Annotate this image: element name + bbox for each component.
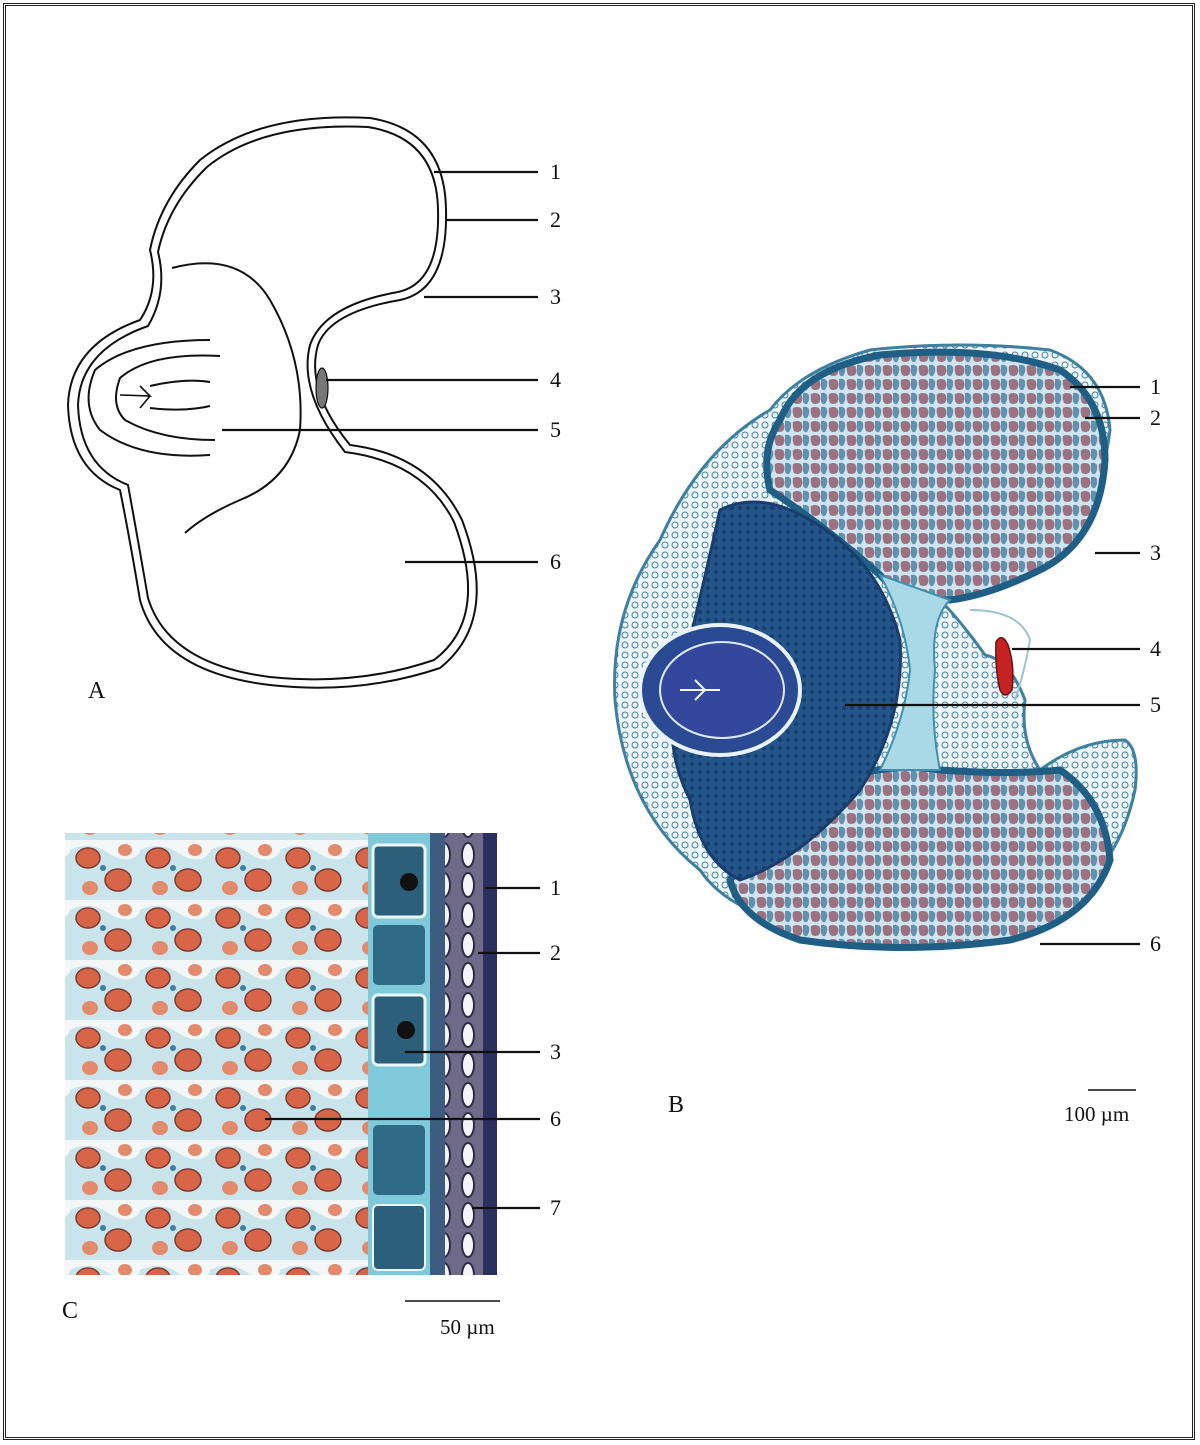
panel-a-outline-inner [78, 127, 468, 680]
panel-b-label: 1 [1150, 374, 1161, 399]
panel-c-label: 3 [550, 1039, 561, 1064]
panel-b-micrograph [615, 345, 1137, 948]
panel-a-label: 2 [550, 207, 561, 232]
panel-b-scale-label: 100 µm [1064, 1102, 1129, 1126]
panel-a-endosperm-line [172, 263, 301, 533]
panel-c-label: 7 [550, 1195, 561, 1220]
panel-c-label: 6 [550, 1106, 561, 1131]
panel-a-label: 1 [550, 159, 561, 184]
panel-a-label: 4 [550, 367, 561, 392]
panel-c-micrograph [65, 833, 497, 1275]
panel-a-hilum [316, 368, 328, 408]
panel-b-scale-bar: 100 µm [1064, 1090, 1136, 1126]
panel-a-label: 5 [550, 417, 561, 442]
panel-b-letter: B [668, 1092, 684, 1118]
panel-c-label: 2 [550, 940, 561, 965]
panel-b-label: 6 [1150, 931, 1161, 956]
panel-b-label: 3 [1150, 540, 1161, 565]
panel-c-scale-label: 50 µm [440, 1315, 495, 1339]
panel-b-label: 5 [1150, 692, 1161, 717]
panel-a-label: 3 [550, 284, 561, 309]
panel-c-letter: C [62, 1298, 78, 1324]
panel-c-scale-bar: 50 µm [405, 1301, 500, 1339]
panel-b-label: 4 [1150, 636, 1161, 661]
panel-a-letter: A [88, 678, 106, 704]
panel-a-drawing [68, 117, 477, 687]
panel-b-label: 2 [1150, 405, 1161, 430]
panel-a-outline-outer [68, 117, 477, 687]
panel-a-leaders [222, 172, 538, 562]
panel-c-label: 1 [550, 875, 561, 900]
panel-a-label: 6 [550, 549, 561, 574]
